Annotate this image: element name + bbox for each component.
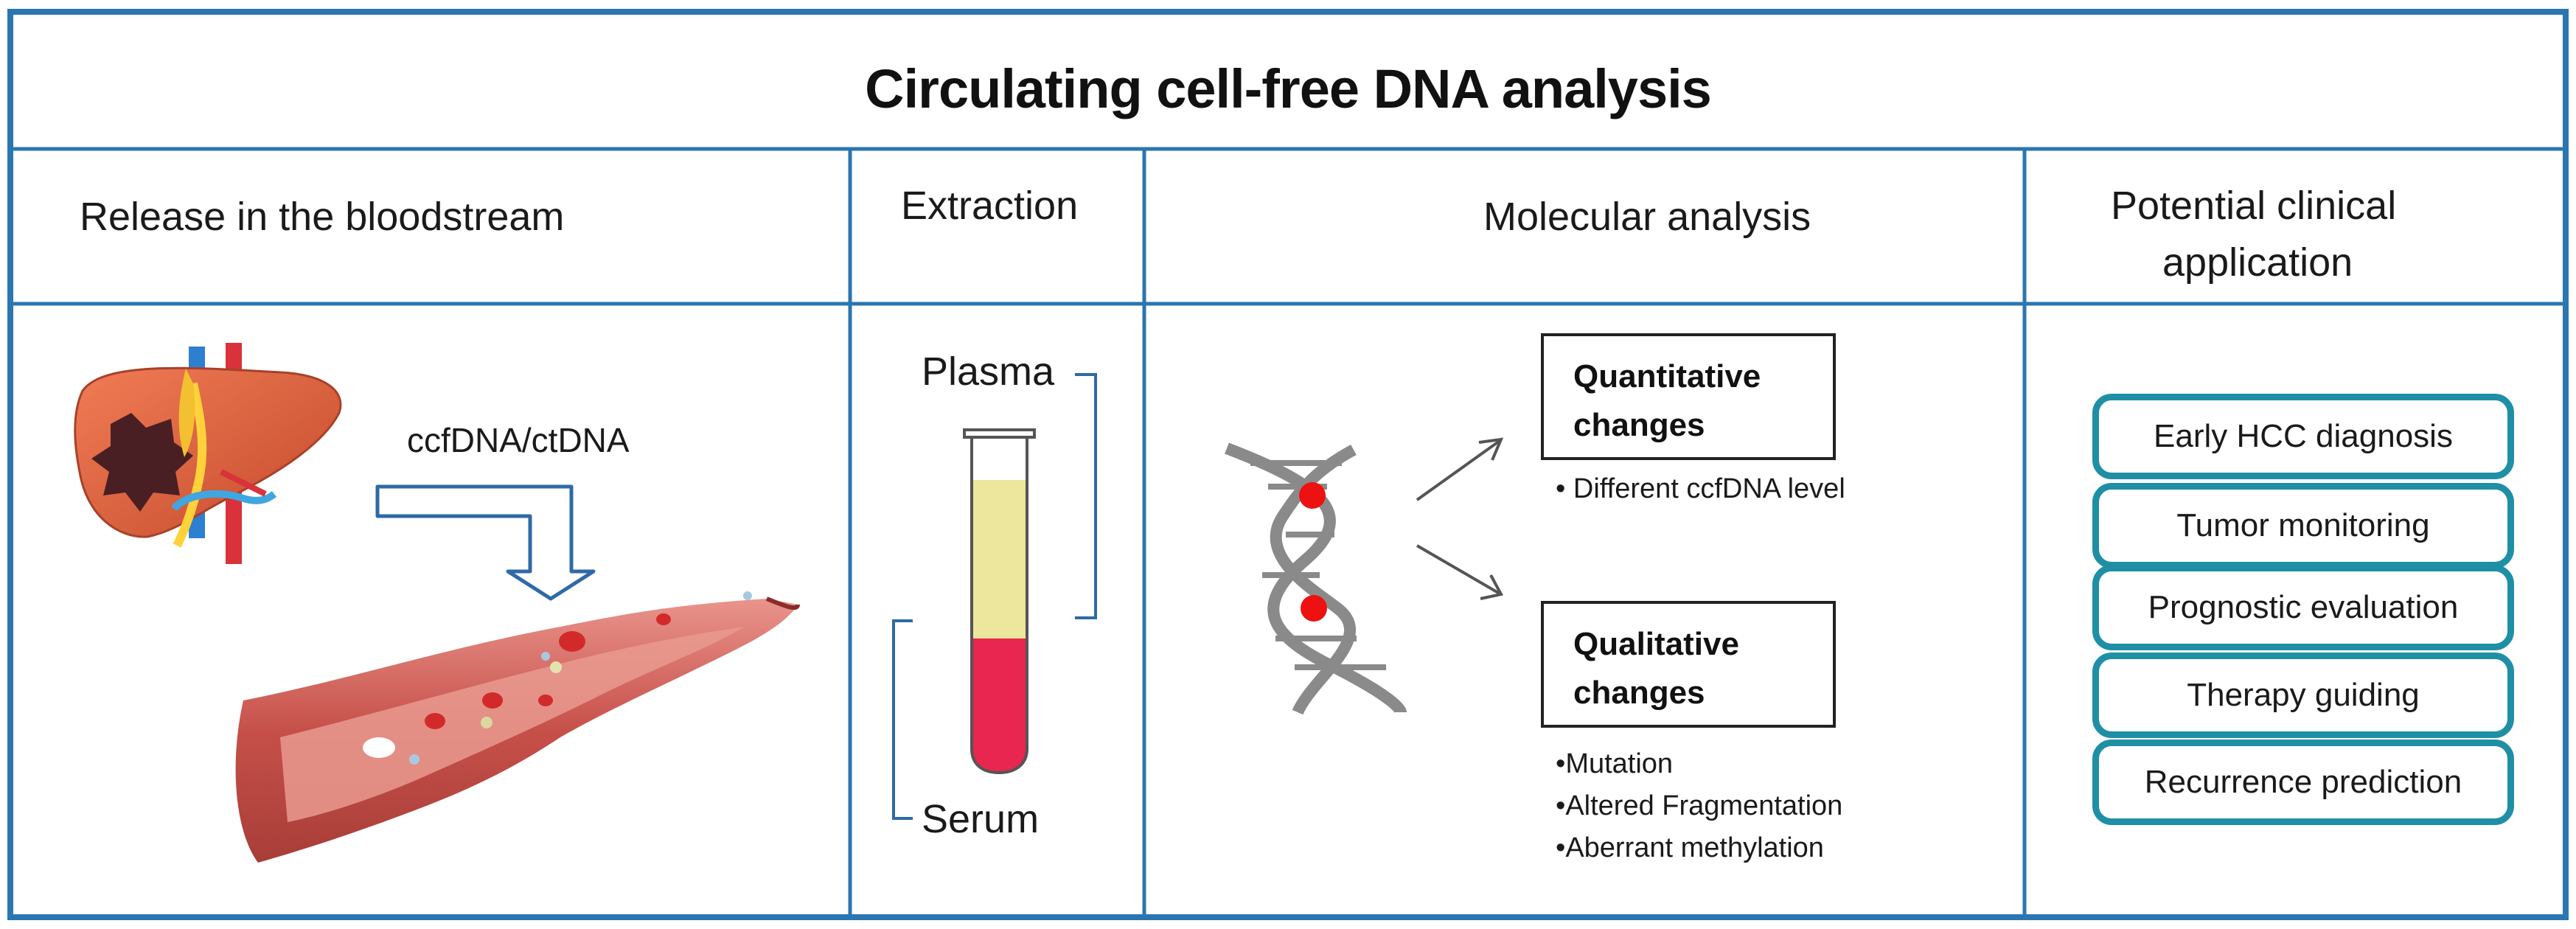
header-clinical-line1: Potential clinical — [2111, 184, 2397, 228]
cfdna-particle — [481, 717, 492, 728]
serum-label: Serum — [922, 797, 1040, 841]
cfdna-particle — [409, 754, 420, 765]
liver-illustration — [74, 343, 342, 564]
cfdna-particle — [541, 652, 550, 661]
diagram-title: Circulating cell-free DNA analysis — [865, 58, 1712, 119]
plasma-label: Plasma — [922, 349, 1055, 394]
vessel-rim — [765, 596, 800, 610]
qualitative-line1: Qualitative — [1573, 626, 1739, 662]
bullet-icon: • — [1556, 473, 1573, 504]
bile-duct — [173, 382, 207, 548]
test-tube-illustration — [892, 373, 1097, 820]
quantitative-line1: Quantitative — [1573, 358, 1761, 394]
cfdna-particle — [550, 661, 562, 673]
white-blood-cell — [363, 737, 395, 758]
dna-helix-icon — [1225, 442, 1407, 715]
branch-arrows — [1416, 437, 1504, 600]
tumor-mass — [91, 413, 193, 512]
header-molecular: Molecular analysis — [1483, 195, 1811, 239]
hepatic-artery — [220, 469, 267, 497]
tube-blood — [972, 639, 1027, 773]
plasma-bracket — [1075, 373, 1097, 619]
application-recurrence-prediction: Recurrence prediction — [2092, 740, 2514, 825]
vessel-lumen — [280, 627, 745, 822]
qualitative-bullet-3: •Aberrant methylation — [1556, 832, 1824, 863]
mutation-marker — [1299, 482, 1326, 509]
quantitative-bullet: • Different ccfDNA level — [1556, 473, 1845, 504]
red-blood-cell — [538, 695, 553, 706]
application-tumor-monitoring: Tumor monitoring — [2092, 483, 2514, 568]
header-release: Release in the bloodstream — [80, 195, 565, 239]
mutation-marker — [1301, 595, 1327, 622]
qualitative-bullet-2: •Altered Fragmentation — [1556, 790, 1843, 821]
qualitative-changes-box: Qualitative changes — [1541, 601, 1836, 728]
bullet-icon: • — [1556, 790, 1566, 821]
quantitative-line2: changes — [1573, 407, 1705, 443]
application-therapy-guiding: Therapy guiding — [2092, 653, 2514, 738]
outer-frame — [7, 9, 2569, 920]
cfdna-particle — [743, 591, 752, 600]
red-blood-cell — [482, 692, 503, 709]
release-arrow-icon — [375, 484, 596, 601]
qualitative-line2: changes — [1573, 675, 1705, 711]
header-clinical-line2: application — [2162, 240, 2353, 285]
blood-vessel-illustration — [235, 591, 800, 863]
qualitative-bullet-1: •Mutation — [1556, 748, 1674, 779]
tube-rim — [963, 428, 1036, 439]
header-extraction: Extraction — [901, 184, 1079, 228]
serum-bracket — [892, 619, 913, 820]
quantitative-changes-box: Quantitative changes — [1541, 333, 1836, 460]
application-early-hcc-diagnosis: Early HCC diagnosis — [2092, 394, 2514, 479]
red-blood-cell — [559, 631, 585, 652]
bullet-icon: • — [1556, 832, 1566, 863]
tube-outline — [970, 435, 1028, 775]
bullet-icon: • — [1556, 748, 1566, 779]
gallbladder — [178, 369, 195, 457]
tube-plasma — [972, 480, 1027, 639]
red-blood-cell — [656, 613, 671, 625]
red-blood-cell — [425, 713, 445, 729]
ccfdna-label: ccfDNA/ctDNA — [407, 421, 630, 459]
application-prognostic-evaluation: Prognostic evaluation — [2092, 565, 2514, 650]
portal-vein — [171, 490, 277, 512]
